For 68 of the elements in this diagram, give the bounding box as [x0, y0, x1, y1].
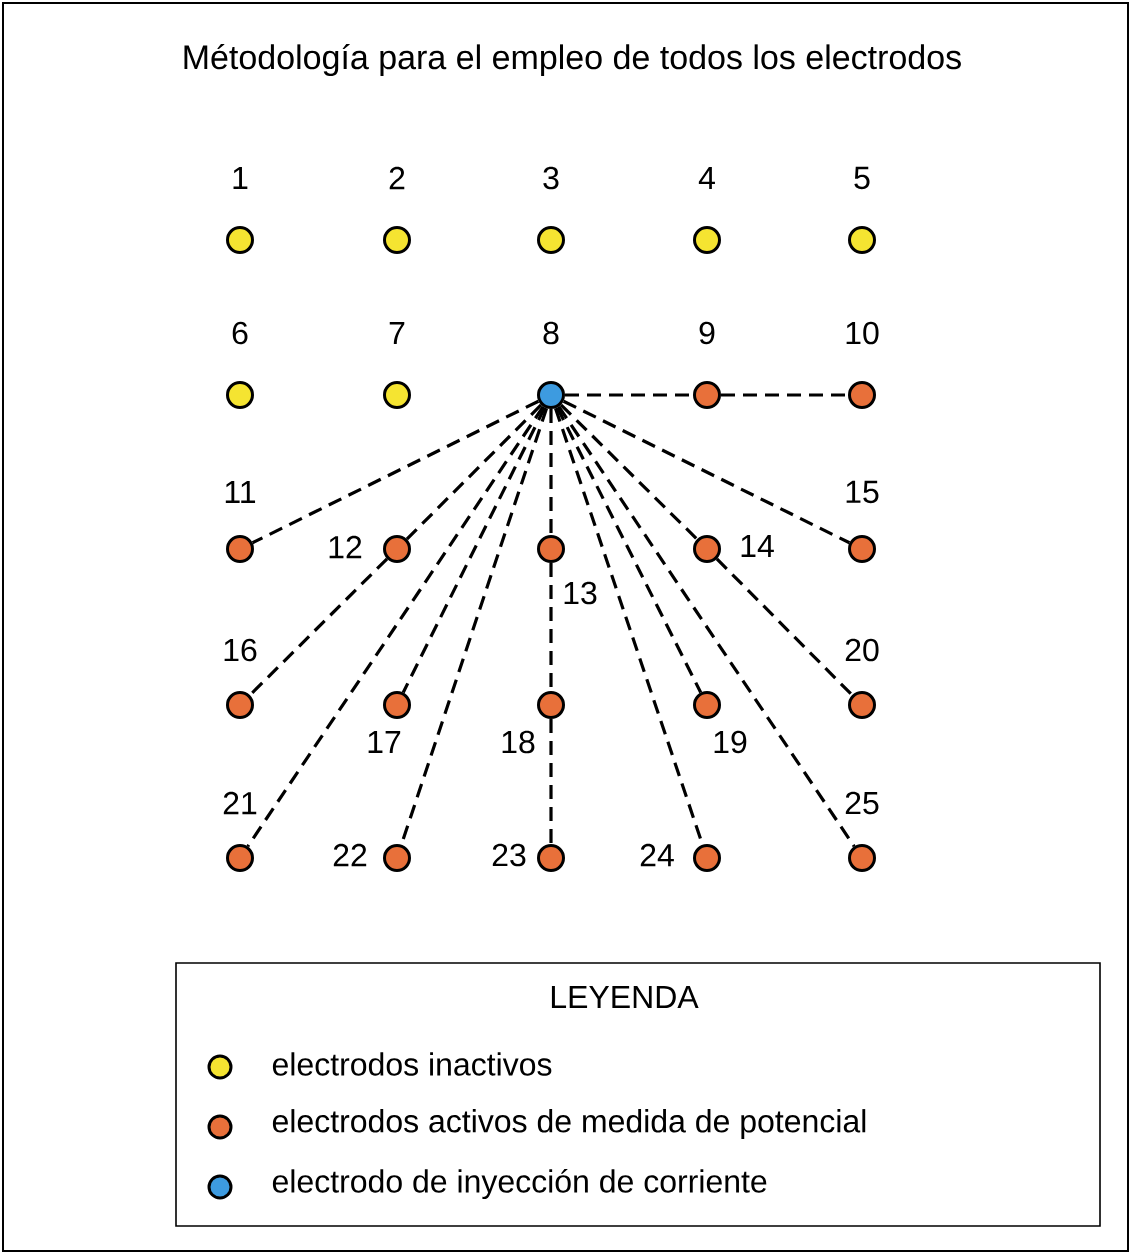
number-label: 7 — [387, 321, 407, 345]
dashed-line — [559, 403, 699, 541]
dashed-line — [251, 399, 540, 545]
number-label: 24 — [638, 842, 676, 868]
number-label: 21 — [221, 790, 259, 816]
number-label: 10 — [843, 320, 881, 346]
number-label: 9 — [697, 320, 717, 346]
number-label: 3 — [541, 165, 561, 191]
number-label: 17 — [365, 730, 403, 754]
electrode-circle — [848, 691, 876, 719]
electrode-circle — [848, 535, 876, 563]
dashed-line — [549, 719, 553, 844]
number-label: 12 — [326, 534, 364, 560]
number-label: 18 — [499, 729, 537, 755]
number-label: 6 — [230, 320, 250, 346]
dashed-line — [549, 409, 553, 535]
title: Métodología para el empleo de todos los electrodos — [184, 43, 961, 77]
electrode-circle — [383, 381, 411, 409]
legend-heading: LEYENDA — [551, 986, 699, 1008]
electrode-circle — [383, 691, 411, 719]
electrode-circle — [383, 226, 411, 254]
electrode-circle — [693, 381, 721, 409]
electrode-circle — [693, 691, 721, 719]
number-label: 14 — [738, 534, 776, 558]
electrode-circle — [848, 844, 876, 872]
electrode-circle — [226, 535, 254, 563]
number-label: 5 — [852, 165, 872, 191]
number-label: 13 — [561, 580, 599, 606]
number-label: 8 — [541, 320, 561, 346]
electrode-circle — [693, 535, 721, 563]
dashed-line — [405, 403, 543, 541]
dashed-line — [246, 405, 545, 848]
number-label: 22 — [331, 842, 369, 868]
electrode-circle — [226, 844, 254, 872]
electrode-circle — [693, 844, 721, 872]
dashed-line — [557, 405, 856, 848]
electrode-circle — [226, 226, 254, 254]
legend-text: electrodo de inyección de corriente — [272, 1168, 767, 1200]
dashed-line — [721, 393, 848, 397]
electrode-circle — [383, 535, 411, 563]
dashed-line — [401, 406, 547, 694]
electrode-circle — [537, 844, 565, 872]
number-label: 25 — [843, 790, 881, 816]
electrode-circle — [537, 535, 565, 563]
number-label: 23 — [490, 842, 528, 868]
electrode-circle — [383, 844, 411, 872]
dashed-line — [715, 557, 854, 697]
number-label: 11 — [222, 480, 258, 504]
electrode-circle — [537, 226, 565, 254]
dashed-line — [555, 406, 703, 694]
electrode-circle — [537, 691, 565, 719]
electrode-circle — [693, 226, 721, 254]
electrode-circle — [537, 381, 565, 409]
legend-text: electrodos inactivos — [272, 1052, 552, 1076]
electrode-circle — [848, 381, 876, 409]
electrode-circle — [226, 691, 254, 719]
dashed-line — [562, 399, 851, 545]
number-label: 1 — [230, 166, 250, 190]
number-label: 19 — [711, 729, 749, 755]
number-label: 20 — [843, 637, 881, 663]
legend-text: electrodos activos de medida de potencial — [272, 1109, 866, 1139]
number-label: 16 — [221, 637, 259, 663]
number-label: 2 — [387, 165, 407, 191]
number-label: 4 — [697, 166, 717, 190]
number-label: 15 — [843, 479, 881, 505]
dashed-line — [248, 557, 389, 697]
electrode-circle — [848, 226, 876, 254]
electrode-circle — [226, 381, 254, 409]
